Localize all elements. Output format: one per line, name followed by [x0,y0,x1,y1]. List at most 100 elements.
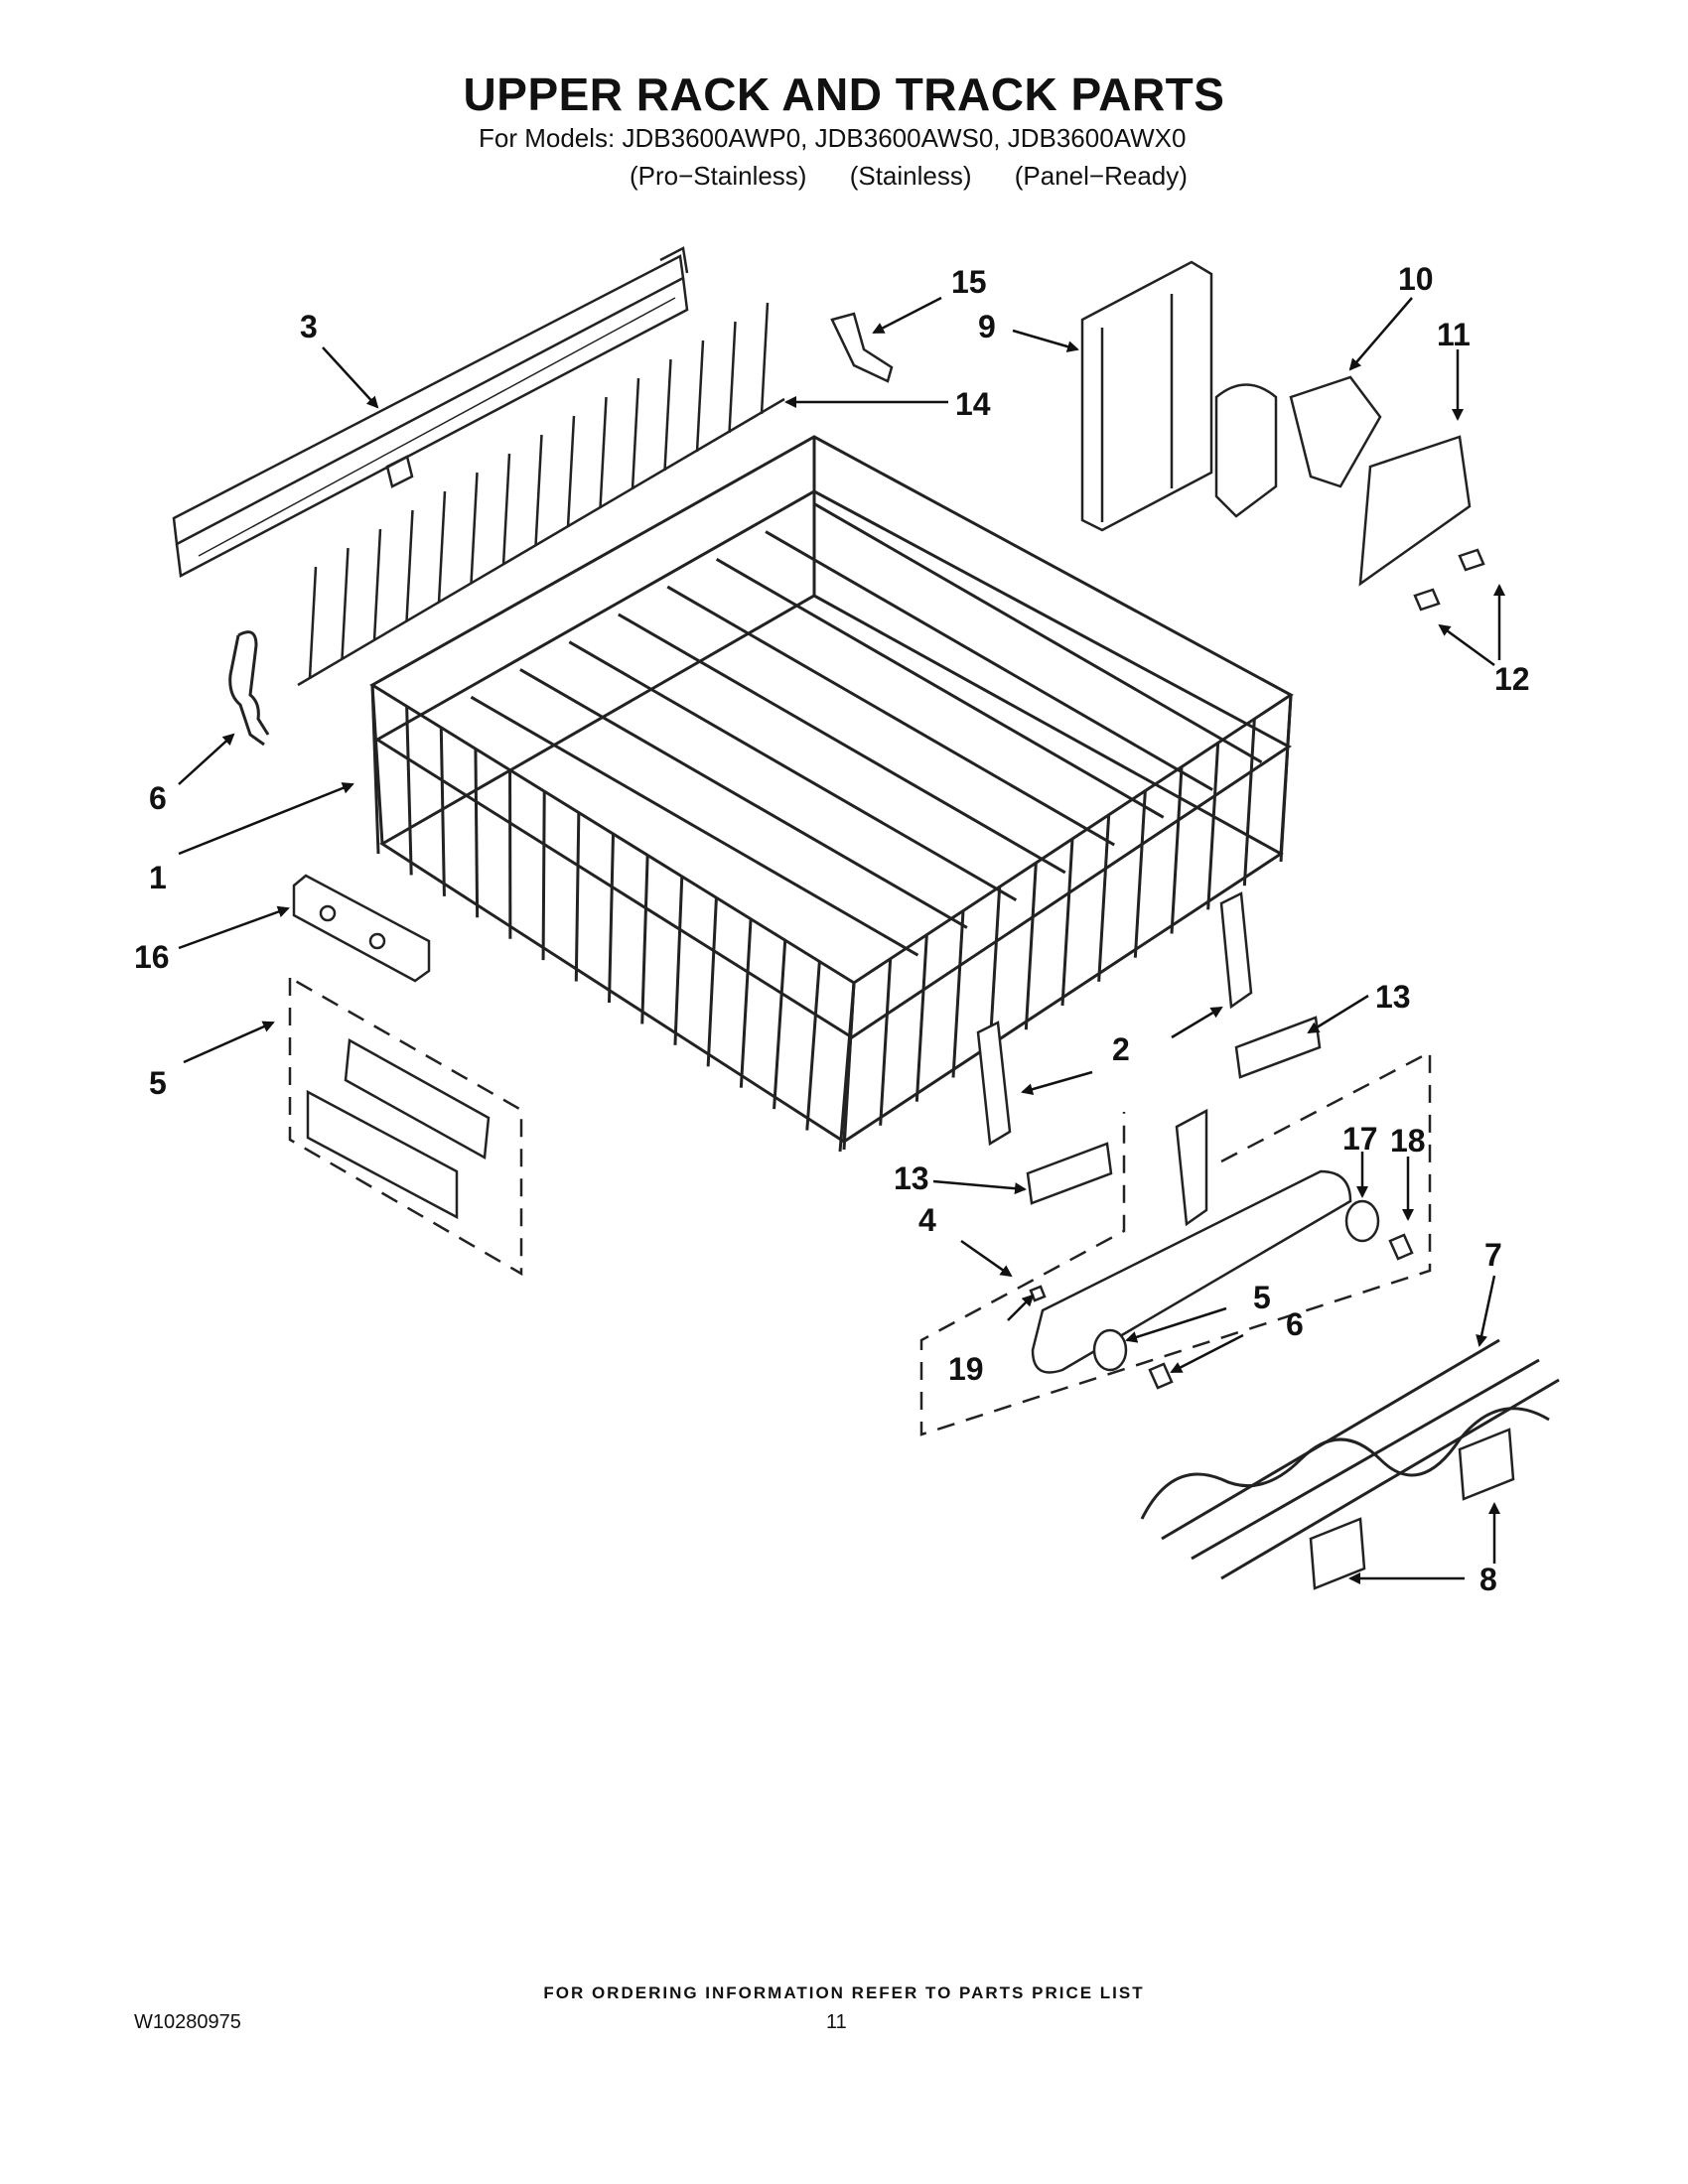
callout-13-top: 13 [1375,979,1411,1015]
arrow-1 [178,782,354,856]
callout-6-left: 6 [149,780,167,816]
rack-wire [1242,719,1256,887]
arrow-4 [960,1239,1013,1278]
finish-labels: (Pro−Stainless) (Stainless) (Panel−Ready… [630,161,1223,192]
document-number: W10280975 [134,2011,241,2033]
rack-divider [618,613,1066,875]
rack-wire [1279,694,1293,863]
arrow-3 [322,346,379,409]
callout-labels: 1 2 3 4 5 5 6 6 7 8 9 10 11 12 13 13 14 … [134,261,1530,1597]
callout-14: 14 [955,386,991,422]
tine [470,472,479,585]
handle-group-part-5 [288,975,523,1277]
rack-divider [519,668,968,929]
rack-divider [666,585,1115,847]
tine [437,490,447,604]
callout-8: 8 [1479,1562,1497,1597]
arrow-5-left [183,1021,275,1064]
rack-wire [673,876,684,1045]
rack-wire [1206,743,1220,910]
tine [501,453,511,566]
callout-9: 9 [978,309,996,344]
arrow-16 [178,905,290,950]
tine [341,547,350,660]
track-small-parts [1029,1199,1414,1390]
callout-arrows [178,296,1505,1584]
tine [728,321,737,434]
callout-18: 18 [1390,1123,1426,1159]
rack-wire [879,958,893,1126]
wire-rack-part-7 [1140,1338,1560,1580]
arm-part-10 [1214,375,1382,518]
callout-3: 3 [300,309,318,344]
arrow-2a [1171,1006,1223,1039]
wheel-part-17 [1344,1199,1380,1243]
rack-wire [1097,814,1111,982]
arrow-10 [1348,297,1413,371]
rack-wire [1060,838,1074,1007]
rack-wire [1170,766,1184,934]
callout-2: 2 [1112,1031,1130,1067]
rack-wire [608,833,615,1004]
upper-rack-basket-part-1 [369,435,1294,1153]
rack-wire [842,982,856,1151]
tine [566,415,576,528]
tine [760,302,770,415]
tine [695,340,705,453]
arrow-6-left [178,733,235,785]
callout-6-right: 6 [1286,1306,1304,1342]
arrow-7 [1476,1275,1496,1347]
rack-wire [405,706,413,876]
cap-part-18 [1388,1233,1414,1261]
screws-part-12 [1413,548,1485,612]
callout-16: 16 [134,939,170,975]
arrow-2b [1021,1070,1093,1096]
finish-pro-stainless: (Pro−Stainless) [630,161,807,191]
clip-part-6 [228,630,270,747]
rack-wire [370,684,380,855]
callout-10: 10 [1398,261,1434,297]
finish-panel-ready: (Panel−Ready) [1014,161,1188,191]
adjusters-part-2 [976,891,1253,1147]
rack-wire [914,934,928,1102]
rack-wire [640,855,649,1024]
rack-wire [773,940,787,1110]
rack-wire [805,961,821,1131]
arrow-19 [1007,1294,1035,1321]
arrow-15 [872,296,942,335]
ordering-note: FOR ORDERING INFORMATION REFER TO PARTS … [543,1983,1145,2002]
arrow-12a [1438,623,1495,667]
tine [372,528,382,641]
tine [663,358,672,472]
rack-wire [474,749,480,918]
rack-divider [715,558,1165,819]
rack-wire [574,812,581,982]
callout-7: 7 [1484,1237,1502,1273]
callout-5-right: 5 [1253,1280,1271,1315]
clip-part-15 [830,312,894,383]
rack-wire [1133,790,1147,958]
callout-4: 4 [918,1202,936,1238]
callout-17: 17 [1342,1121,1378,1157]
finish-stainless: (Stainless) [849,161,972,191]
tine [631,377,640,490]
clips-part-13 [1026,1016,1322,1205]
tine-row-part-14 [297,302,785,687]
tine [534,434,543,547]
cap-part-6 [1148,1362,1174,1390]
rail-part-3 [172,246,689,578]
arrow-9 [1012,329,1079,352]
arrow-5-right [1125,1306,1227,1343]
callout-15: 15 [951,264,987,300]
track-group-part-4 [919,1049,1432,1436]
arrow-13-top [1307,994,1369,1034]
callout-12: 12 [1494,661,1530,697]
rack-wire [739,918,753,1088]
rack-wire [541,791,546,961]
clips-part-8 [1309,1428,1515,1590]
rack-wire [951,910,965,1078]
arrow-6-right [1170,1333,1244,1374]
callout-11: 11 [1437,317,1471,352]
models-line: For Models: JDB3600AWP0, JDB3600AWS0, JD… [479,123,1187,153]
